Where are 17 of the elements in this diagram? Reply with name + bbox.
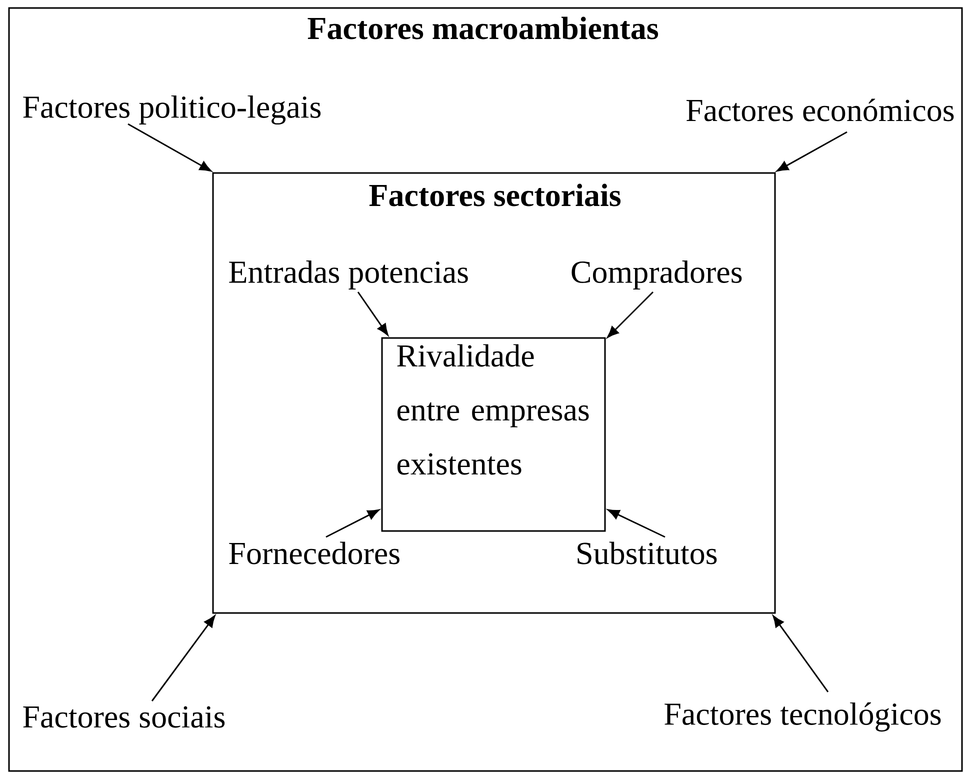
factor-label: Factores politico-legais (23, 95, 321, 125)
factor-label: Factores tecnológicos (664, 702, 941, 732)
arrow (776, 131, 848, 172)
arrow (772, 615, 829, 692)
arrow (151, 615, 216, 702)
process-box: Rivalidade entre empresas existentes (381, 337, 606, 532)
factor-label: Factores sociais (23, 706, 225, 728)
arrow (608, 509, 666, 538)
factor-label: Entradas potencias (229, 260, 468, 290)
factor-label: Fornecedores (229, 542, 400, 564)
factor-label: Substitutos (578, 542, 717, 564)
factor-label: Factores económicos (686, 98, 954, 122)
arrow (607, 291, 654, 338)
arrow (128, 123, 212, 172)
factor-label: Compradores (572, 260, 742, 290)
arrow (326, 509, 380, 538)
arrow (357, 292, 388, 336)
